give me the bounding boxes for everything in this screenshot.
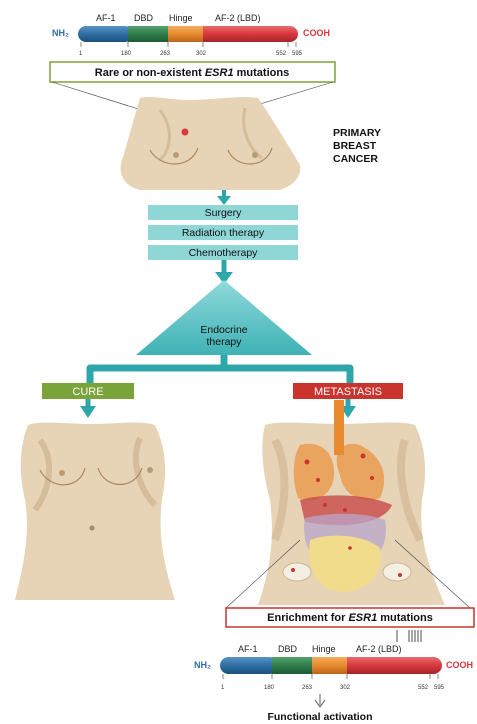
bottom-pos-263: 263 [302,685,313,691]
bottom-pos-302: 302 [340,685,351,691]
top-af1-label: AF-1 [96,13,116,23]
top-hinge-label: Hinge [169,13,193,23]
bottom-callout-text: Enrichment for ESR1 mutations [267,612,433,624]
trachea [334,400,344,455]
top-nh2-label: NH₂ [52,28,69,38]
svg-text:Endocrine: Endocrine [200,324,247,336]
top-callout-text: Rare or non-existent ESR1 mutations [95,67,289,79]
bottom-callout: Enrichment for ESR1 mutations [226,608,474,627]
bottom-af1-segment [220,657,278,674]
svg-text:BREAST: BREAST [333,140,377,152]
top-hinge-segment [168,26,203,42]
top-pos-302: 302 [196,51,207,57]
top-protein-diagram: NH₂ COOH AF-1 DBD Hinge AF-2 (LBD) 1 180… [52,13,330,57]
mutation-arrows [397,630,421,642]
top-pos-1: 1 [79,51,83,57]
svg-text:Radiation therapy: Radiation therapy [182,227,265,239]
svg-text:CANCER: CANCER [333,153,378,165]
top-dbd-label: DBD [134,13,154,23]
bottom-hinge-label: Hinge [312,644,336,654]
endocrine-therapy: Endocrine therapy [136,280,312,355]
bottom-af2-label: AF-2 (LBD) [356,644,402,654]
branch-arrows [90,355,350,385]
bottom-hinge-segment [312,657,347,674]
bottom-pos-180: 180 [264,685,275,691]
top-dbd-segment [128,26,168,42]
top-af2-label: AF-2 (LBD) [215,13,261,23]
bottom-pos-1: 1 [221,685,225,691]
bottom-nh2-label: NH₂ [194,660,211,670]
top-pos-180: 180 [121,51,132,57]
functional-activation-label: Functional activation [267,711,372,723]
cure-label: CURE [72,386,103,398]
cure-outcome: CURE [42,383,134,418]
bottom-pos-552: 552 [418,685,429,691]
treatment-stack: Surgery Radiation therapy Chemotherapy [148,190,298,284]
tumor-marker [182,129,189,136]
top-pos-552: 552 [276,51,287,57]
bottom-cooh-label: COOH [446,660,473,670]
bottom-dbd-segment [272,657,312,674]
bottom-af1-label: AF-1 [238,644,258,654]
primary-torso-illustration [121,97,301,190]
svg-text:Chemotherapy: Chemotherapy [189,247,259,259]
svg-text:Surgery: Surgery [205,207,243,219]
functional-activation: Functional activation [267,694,372,723]
svg-text:PRIMARY: PRIMARY [333,127,381,139]
top-cooh-label: COOH [303,28,330,38]
cured-torso-illustration [15,422,175,600]
bottom-protein-diagram: NH₂ COOH AF-1 DBD Hinge AF-2 (LBD) 1 180… [194,644,473,691]
metastatic-torso-illustration [258,400,445,605]
bottom-pos-595: 595 [434,685,445,691]
top-af1-segment [78,26,133,42]
top-pos-595: 595 [292,51,303,57]
top-pos-263: 263 [160,51,171,57]
primary-label: PRIMARY BREAST CANCER [333,127,381,165]
bottom-dbd-label: DBD [278,644,298,654]
metastasis-label: METASTASIS [314,386,382,398]
metastasis-outcome: METASTASIS [293,383,403,418]
svg-text:therapy: therapy [206,336,242,348]
